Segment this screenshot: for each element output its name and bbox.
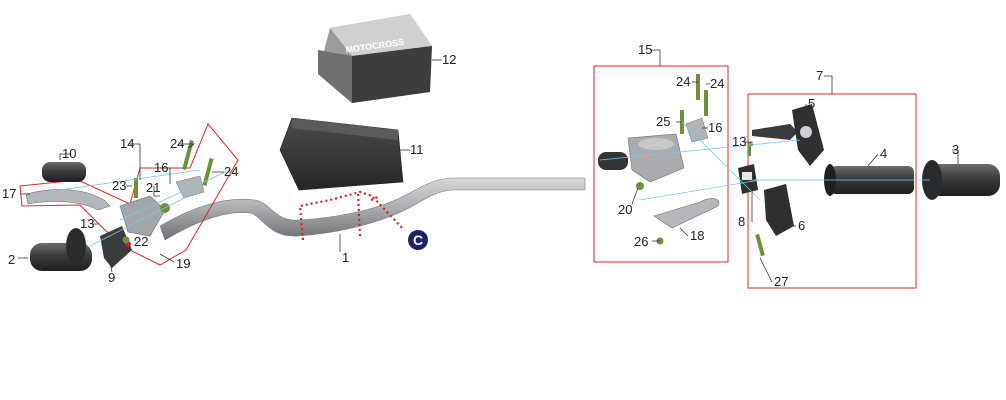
throttle-insert [742,172,752,180]
part-label-13-left: 13 [80,216,94,231]
part-label-10: 10 [62,146,76,161]
handlebar-pad [279,117,404,191]
part-labels: 1 2 3 4 5 6 7 8 9 10 11 12 13 13 14 15 1… [2,42,959,289]
part-label-9: 9 [108,270,115,285]
bolts-left [122,139,214,244]
switch-housing [100,226,132,268]
part-label-19: 19 [176,256,190,271]
part-label-27: 27 [774,274,788,289]
part-label-16-right: 16 [708,120,722,135]
lever-cover [42,162,86,182]
part-label-24-c: 24 [676,74,690,89]
motocross-box: MOTOCROSS [318,14,432,103]
group-border-master-cylinder [593,65,729,263]
part-label-23: 23 [112,178,126,193]
callout-circle [408,230,428,250]
bar-mark-dots [298,190,405,241]
part-label-12: 12 [442,52,456,67]
part-label-22: 22 [134,234,148,249]
part-label-13-right: 13 [732,134,746,149]
part-label-2: 2 [8,252,15,267]
part-label-20: 20 [618,202,632,217]
right-grip [922,160,1000,200]
master-cylinder [598,133,685,183]
assembly-lines [59,119,930,247]
part-label-18: 18 [690,228,704,243]
brake-lever [653,198,720,229]
part-label-8: 8 [738,214,745,229]
part-label-21: 21 [146,180,160,195]
clamp-left [175,175,205,199]
left-grip [30,228,92,271]
leader-lines [18,49,959,283]
part-label-7: 7 [816,68,823,83]
clamp-right [685,117,709,143]
part-label-15: 15 [638,42,652,57]
throttle-housing-lower [764,184,794,236]
part-label-6: 6 [798,218,805,233]
part-label-24-a: 24 [170,136,184,151]
part-label-24-d: 24 [710,76,724,91]
part-label-14: 14 [120,136,134,151]
part-label-1: 1 [342,250,349,265]
part-label-11: 11 [410,142,424,157]
clutch-lever [25,189,111,211]
handlebar [159,177,586,241]
throttle-cable-end [752,124,798,140]
bolts-throttle [748,142,765,257]
part-label-25: 25 [656,114,670,129]
part-label-26: 26 [634,234,648,249]
part-label-24-b: 24 [224,164,238,179]
part-label-4: 4 [880,146,887,161]
part-label-17: 17 [2,186,16,201]
callout-letter: C [413,232,423,248]
part-label-5: 5 [808,96,815,111]
group-border-left [19,123,239,266]
part-label-3: 3 [952,142,959,157]
part-label-16-left: 16 [154,160,168,175]
